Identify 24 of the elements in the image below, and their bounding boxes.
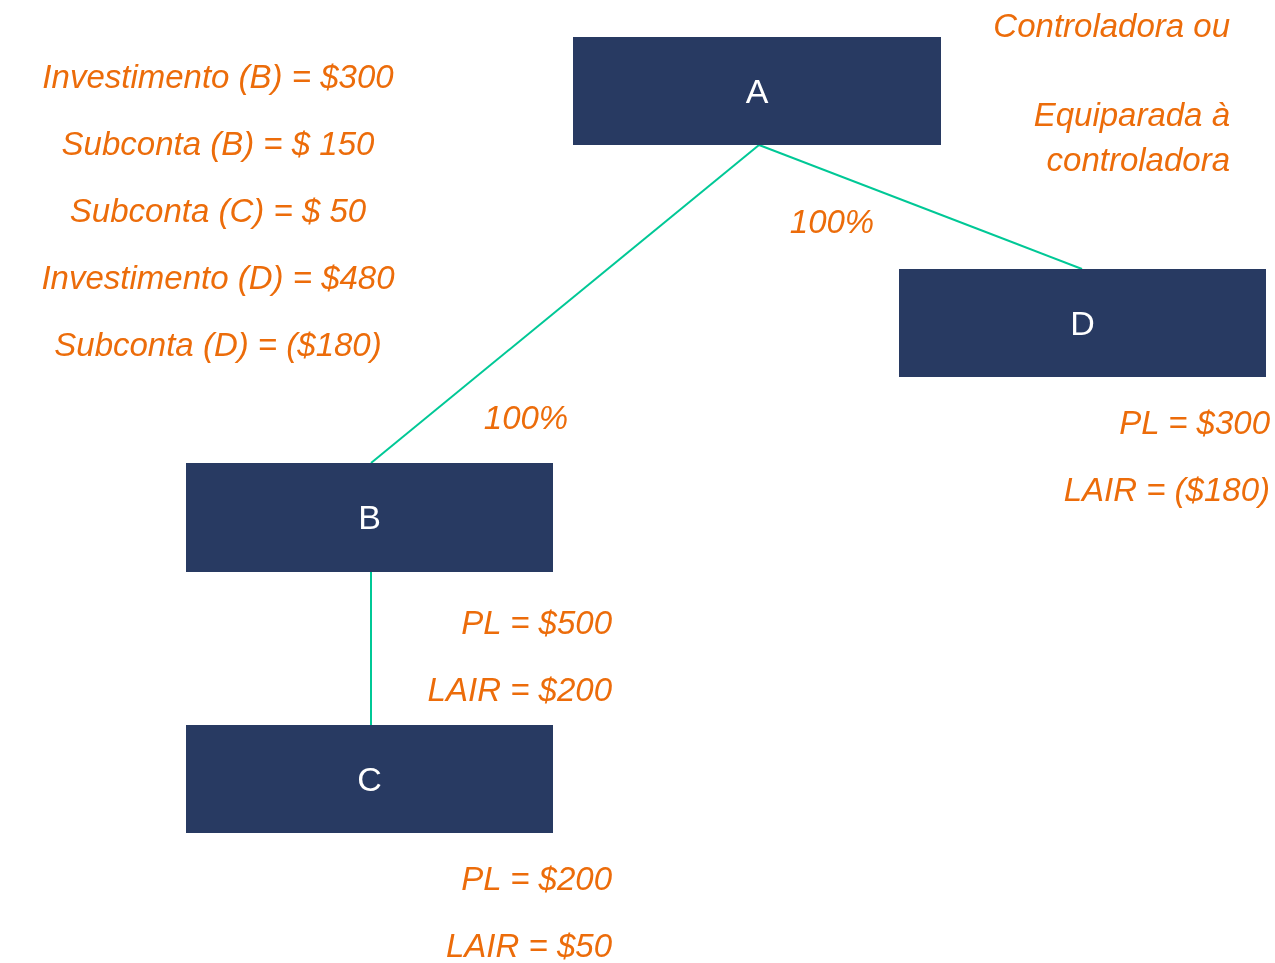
entity-name: A <box>745 71 769 111</box>
entity-box <box>186 463 553 572</box>
entity-box <box>573 37 941 145</box>
annotation-text: LAIR = $200 <box>427 670 612 710</box>
entity-name: B <box>358 498 381 537</box>
entity-name: C <box>357 759 382 799</box>
annotation-text: Subconta (B) = $ 150 <box>61 124 375 164</box>
annotation-text: Investimento (D) = $480 <box>41 258 395 298</box>
annotation-text: Investimento (B) = $300 <box>42 57 394 97</box>
annotation-text: PL = $200 <box>461 859 612 899</box>
entity-box <box>186 725 553 833</box>
annotation-text: Subconta (D) = ($180) <box>54 325 382 365</box>
annotation-text: LAIR = ($180) <box>1063 470 1270 510</box>
annotation-text: Subconta (C) = $ 50 <box>69 191 367 231</box>
annotation-text: LAIR = $50 <box>445 926 612 963</box>
connector-line <box>758 144 1083 270</box>
entity-box <box>899 269 1266 377</box>
connector-line <box>370 144 760 464</box>
annotation-text: PL = $300 <box>1119 403 1270 443</box>
annotation-text: Controladora ou <box>992 6 1230 46</box>
entity-name: D <box>1070 303 1095 343</box>
annotation-text: Equiparada à controladora <box>1032 95 1230 180</box>
annotation-text: PL = $500 <box>461 603 612 643</box>
connector-line <box>370 571 372 726</box>
